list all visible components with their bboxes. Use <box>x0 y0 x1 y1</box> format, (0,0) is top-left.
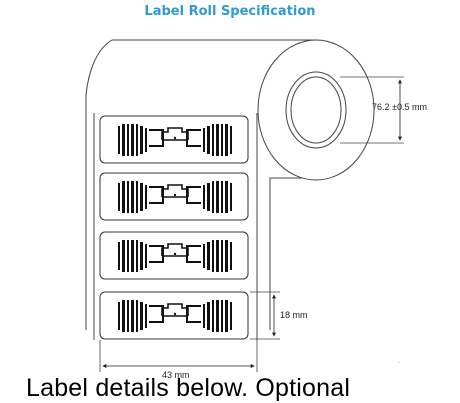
label-width-text: 43 mm <box>162 370 190 380</box>
label-2 <box>99 172 249 221</box>
core-diameter-dimension <box>340 76 404 144</box>
stray-mark: . <box>398 358 400 365</box>
label-width-dimension <box>99 340 258 372</box>
label-4 <box>99 291 249 340</box>
roll-end-face <box>257 39 375 181</box>
core-diameter-label: 76.2 ±0.5 mm <box>372 102 427 112</box>
label-3 <box>99 231 249 280</box>
caption-text: Label details below. Optional <box>26 374 351 402</box>
label-height-text: 18 mm <box>280 310 308 320</box>
label-height-dimension <box>250 291 280 340</box>
label-1 <box>99 115 249 164</box>
diagram-title: Label Roll Specification <box>144 4 316 19</box>
